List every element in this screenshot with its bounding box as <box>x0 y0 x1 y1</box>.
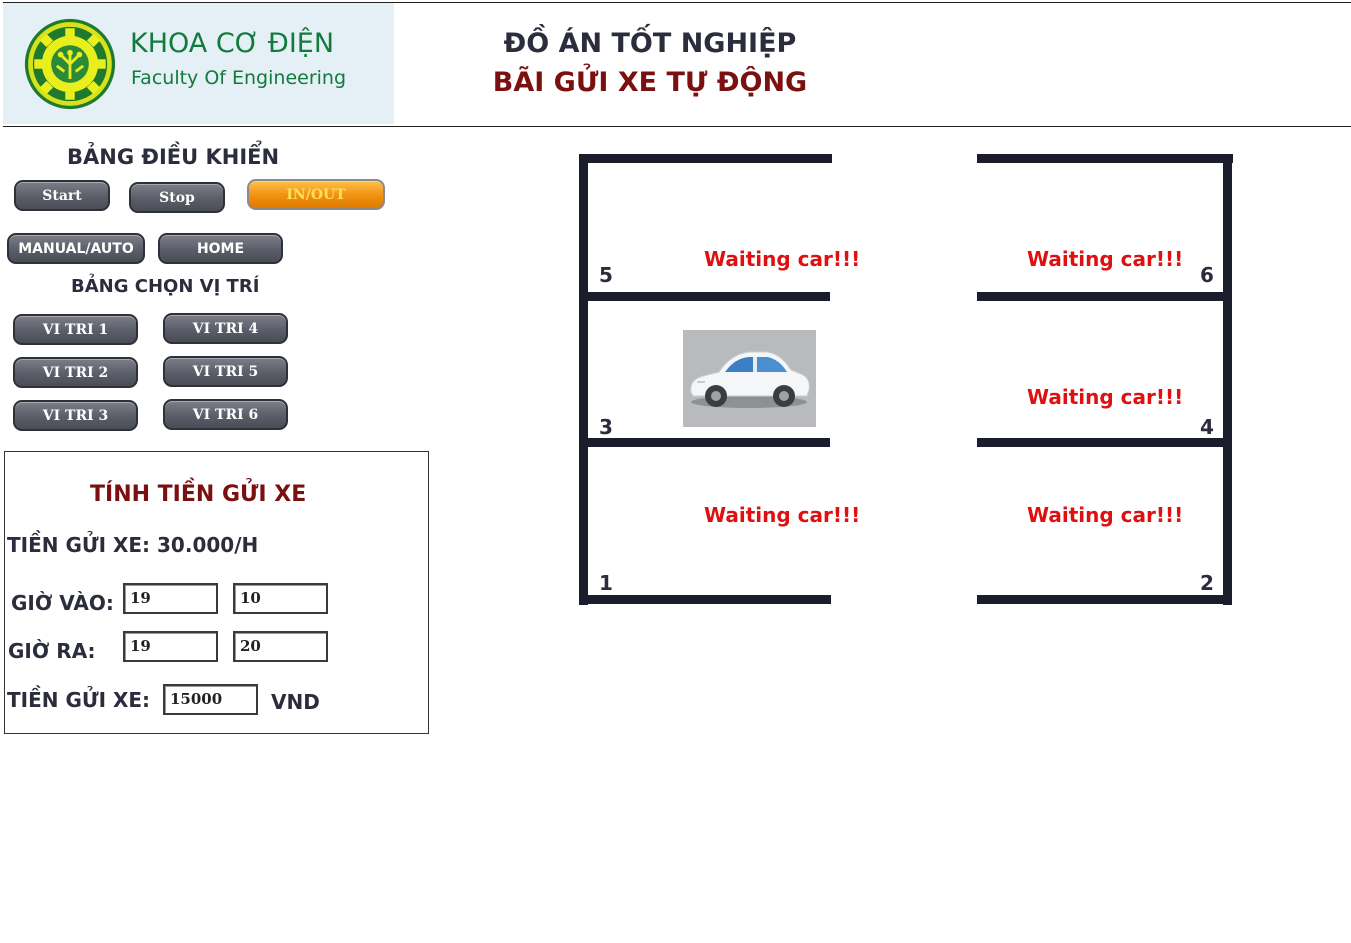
slot-5-number: 5 <box>599 263 613 287</box>
start-button[interactable]: Start <box>14 180 110 211</box>
faculty-name-vi: KHOA CƠ ĐIỆN <box>130 28 335 59</box>
wall-bottom-left <box>579 595 831 604</box>
control-panel-title: BẢNG ĐIỀU KHIỂN <box>67 145 280 169</box>
fee-panel <box>4 451 429 734</box>
position-6-button[interactable]: VI TRI 6 <box>163 399 288 430</box>
wall-divider-4-2 <box>977 438 1232 447</box>
wall-divider-3-1 <box>579 438 830 447</box>
fee-panel-title: TÍNH TIỀN GỬI XE <box>90 482 307 507</box>
faculty-logo-panel: KHOA CƠ ĐIỆN Faculty Of Engineering <box>3 3 394 124</box>
project-title: ĐỒ ÁN TỐT NGHIỆP <box>503 28 797 59</box>
slot-6-waiting-text: Waiting car!!! <box>1027 247 1184 271</box>
slot-4-number: 4 <box>1200 415 1214 439</box>
stop-button[interactable]: Stop <box>129 182 225 213</box>
time-in-label: GIỜ VÀO: <box>11 591 114 615</box>
faculty-name-en: Faculty Of Engineering <box>131 67 347 89</box>
wall-divider-6-4 <box>977 292 1232 301</box>
time-in-minute-field[interactable]: 10 <box>233 583 328 614</box>
wall-divider-5-3 <box>579 292 830 301</box>
project-subtitle: BÃI GỬI XE TỰ ĐỘNG <box>492 67 808 98</box>
time-out-minute-field[interactable]: 20 <box>233 631 328 662</box>
position-panel-title: BẢNG CHỌN VỊ TRÍ <box>71 276 260 297</box>
manual-auto-button[interactable]: MANUAL/AUTO <box>7 233 145 264</box>
currency-label: VND <box>271 690 320 714</box>
wall-top-right <box>977 154 1233 163</box>
header-divider <box>3 126 1351 127</box>
wall-top-left <box>579 154 832 163</box>
position-5-button[interactable]: VI TRI 5 <box>163 356 288 387</box>
slot-2-waiting-text: Waiting car!!! <box>1027 503 1184 527</box>
wall-right <box>1223 154 1232 605</box>
car-icon <box>690 351 810 408</box>
position-2-button[interactable]: VI TRI 2 <box>13 357 138 388</box>
slot-5-waiting-text: Waiting car!!! <box>704 247 861 271</box>
inout-button[interactable]: IN/OUT <box>247 179 385 210</box>
faculty-logo-icon <box>24 18 116 110</box>
fee-label: TIỀN GỬI XE: <box>7 688 151 712</box>
time-out-label: GIỜ RA: <box>8 639 96 663</box>
slot-3-car <box>683 330 816 427</box>
slot-6-number: 6 <box>1200 263 1214 287</box>
position-3-button[interactable]: VI TRI 3 <box>13 400 138 431</box>
slot-1-number: 1 <box>599 571 613 595</box>
wall-bottom-right <box>977 595 1232 604</box>
wall-left <box>579 154 588 605</box>
position-1-button[interactable]: VI TRI 1 <box>13 314 138 345</box>
slot-2-number: 2 <box>1200 571 1214 595</box>
position-4-button[interactable]: VI TRI 4 <box>163 313 288 344</box>
slot-3-number: 3 <box>599 415 613 439</box>
top-border <box>3 2 1351 3</box>
rate-text: TIỀN GỬI XE: 30.000/H <box>7 533 259 557</box>
fee-value-field[interactable]: 15000 <box>163 684 258 715</box>
time-out-hour-field[interactable]: 19 <box>123 631 218 662</box>
slot-4-waiting-text: Waiting car!!! <box>1027 385 1184 409</box>
home-button[interactable]: HOME <box>158 233 283 264</box>
time-in-hour-field[interactable]: 19 <box>123 583 218 614</box>
slot-1-waiting-text: Waiting car!!! <box>704 503 861 527</box>
